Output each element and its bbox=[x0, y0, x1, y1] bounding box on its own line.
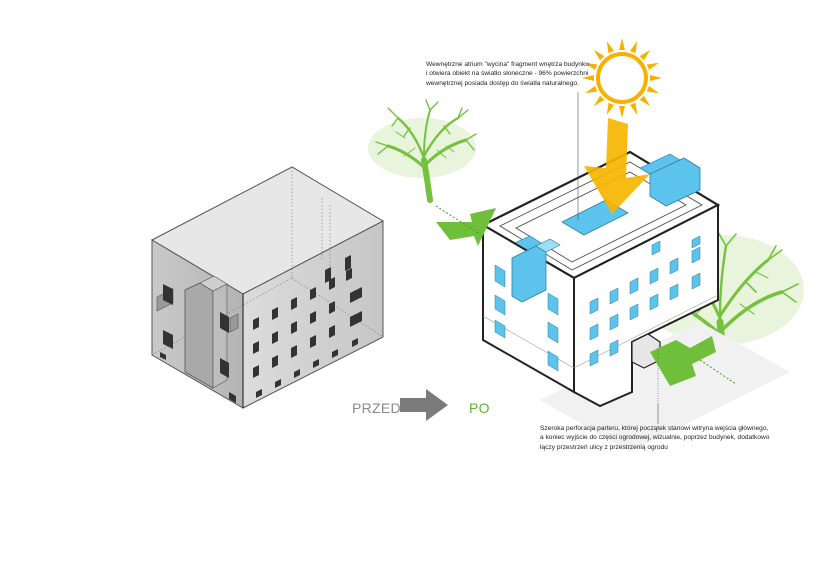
green-arrow-left bbox=[435, 205, 496, 246]
annotation-perforation-line-3: łączy przestrzeń ulicy z przestrzenią og… bbox=[540, 443, 668, 451]
transition-arrow bbox=[400, 389, 448, 421]
label-after: PO bbox=[469, 400, 490, 416]
annotation-atrium-line-2: i otwiera obiekt na światło słoneczne - … bbox=[426, 70, 589, 78]
sun-icon bbox=[582, 38, 662, 118]
sunlight-arrow bbox=[584, 118, 650, 214]
tree-left-icon bbox=[368, 99, 477, 203]
label-before: PRZED bbox=[352, 400, 401, 416]
annotation-atrium-line-3: wewnętrznej posiada dostęp do światła na… bbox=[426, 79, 579, 87]
annotation-perforation-line-2: a koniec wyjście do części ogrodowej, wi… bbox=[540, 434, 770, 442]
annotation-atrium: Wewnętrzne atrium "wycina" fragment wnęt… bbox=[426, 60, 589, 88]
building-before bbox=[150, 166, 385, 409]
building-after bbox=[480, 150, 790, 452]
leader-lines bbox=[577, 92, 659, 424]
green-arrow-right bbox=[650, 336, 737, 386]
annotation-perforation: Szeroka perforacja parteru, której począ… bbox=[540, 424, 769, 452]
annotation-perforation-line-1: Szeroka perforacja parteru, której począ… bbox=[540, 425, 769, 432]
annotation-atrium-line-1: Wewnętrzne atrium "wycina" fragment wnęt… bbox=[426, 61, 589, 68]
